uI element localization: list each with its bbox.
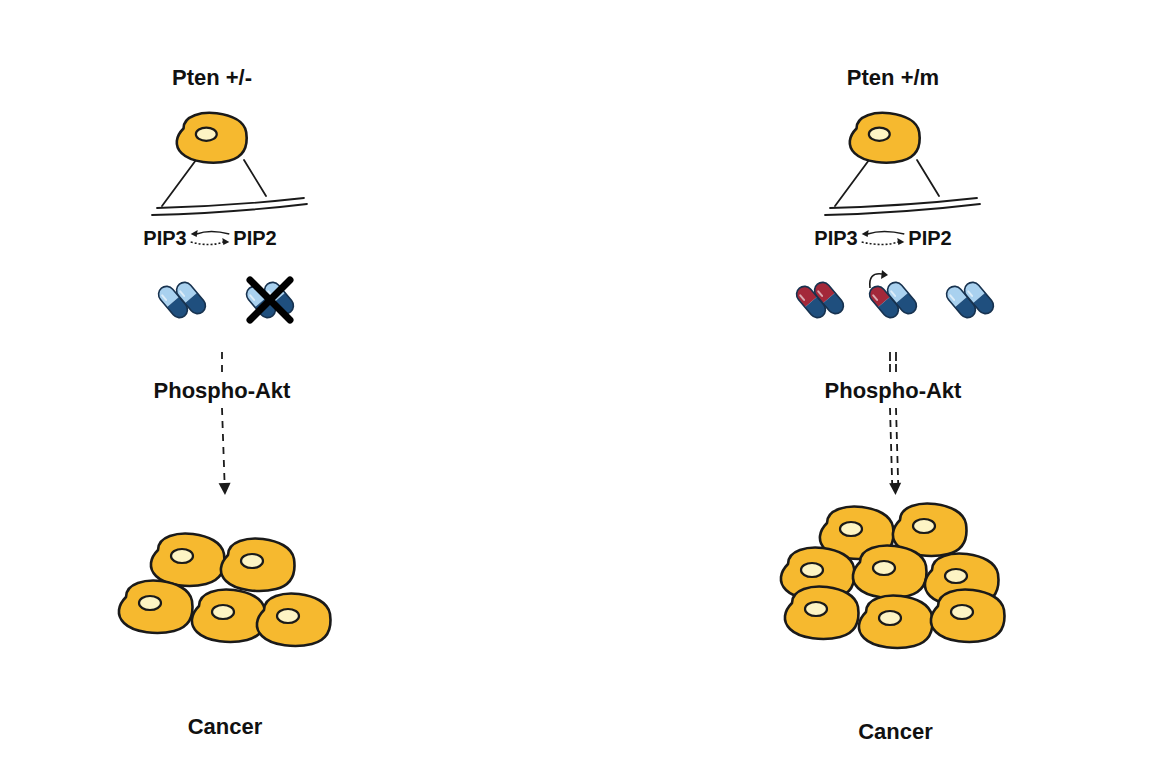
cell xyxy=(785,587,859,639)
heading-text: Pten +/- xyxy=(170,65,254,91)
molecule-label: PIP3 xyxy=(143,226,186,250)
heading-text: Phospho-Akt xyxy=(152,378,293,404)
cell xyxy=(853,546,927,598)
molecule-label: PIP3 xyxy=(814,226,857,250)
membrane xyxy=(152,160,307,215)
equilibrium-arrows xyxy=(191,230,230,245)
caption-text: Cancer xyxy=(768,719,1023,745)
cell xyxy=(931,590,1005,642)
cell xyxy=(192,590,266,642)
pten-dimer xyxy=(866,279,919,321)
pten-dimer xyxy=(155,279,208,321)
cell xyxy=(850,113,920,163)
heading-node: Phospho-Akt xyxy=(152,378,293,404)
membrane xyxy=(825,160,980,215)
heading-node: Pten +/m xyxy=(845,65,941,91)
tumor-cluster xyxy=(119,534,331,646)
equilibrium-arrows xyxy=(862,230,905,245)
cell xyxy=(221,539,295,591)
tumor-cluster xyxy=(781,504,1005,648)
molecule-label: PIP2 xyxy=(233,226,276,250)
cell xyxy=(177,113,247,163)
cell xyxy=(257,594,331,646)
cell xyxy=(859,596,933,648)
signal-arrow xyxy=(889,408,901,495)
signal-arrow xyxy=(219,408,231,495)
pten-dimer xyxy=(243,279,296,321)
cancer-node: Cancer xyxy=(768,495,1023,745)
heading-text: Phospho-Akt xyxy=(823,378,964,404)
signal-line xyxy=(222,352,896,372)
cancer-node: Cancer xyxy=(105,495,345,740)
heading-node: Phospho-Akt xyxy=(823,378,964,404)
caption-text: Cancer xyxy=(105,714,345,740)
heading-text: Pten +/m xyxy=(845,65,941,91)
cell xyxy=(151,534,225,586)
pten-dimer xyxy=(943,279,996,321)
cross-mark xyxy=(250,280,290,320)
pten-dimer xyxy=(793,279,846,321)
heading-node: Pten +/- xyxy=(170,65,254,91)
curved-arrow xyxy=(870,270,888,288)
molecule-label: PIP2 xyxy=(908,226,951,250)
cell xyxy=(119,581,193,633)
